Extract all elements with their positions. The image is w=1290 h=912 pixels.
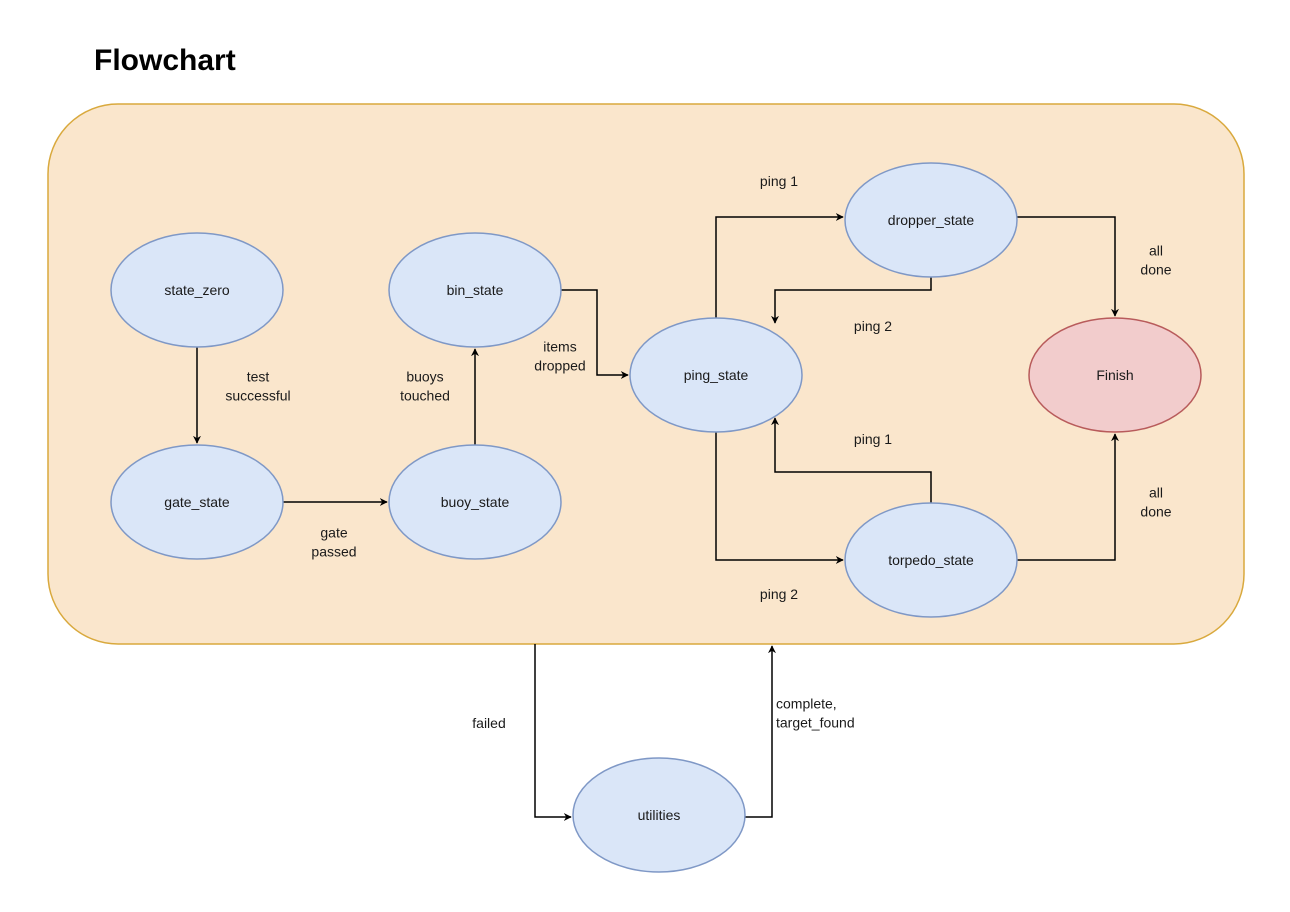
- edge-label-dropper-to-finish: all done: [1140, 243, 1171, 278]
- edge-label-line: dropped: [534, 358, 585, 374]
- edge-label-dropper-to-ping: ping 2: [854, 318, 892, 334]
- node-label: utilities: [638, 807, 681, 823]
- edge-label-torpedo-to-finish: all done: [1140, 485, 1171, 520]
- edge-torpedo-to-ping: [771, 417, 932, 503]
- edge-dropper-to-ping: [771, 277, 932, 324]
- edge-label-line: all: [1149, 485, 1163, 501]
- edge-label-line: failed: [472, 715, 505, 731]
- edge-container-to-utilities: [534, 644, 572, 821]
- node-dropper-state: dropper_state: [844, 162, 1018, 278]
- node-shape: [629, 317, 803, 433]
- node-label: torpedo_state: [888, 552, 974, 568]
- edge-label-line: test: [247, 369, 270, 385]
- node-shape: [388, 444, 562, 560]
- page-title: Flowchart: [94, 44, 236, 77]
- node-buoy-state: buoy_state: [388, 444, 562, 560]
- node-label: buoy_state: [441, 494, 510, 510]
- edge-bin-to-ping: [561, 289, 629, 379]
- node-shape: [844, 502, 1018, 618]
- edge-label-zero-to-gate: test successful: [225, 369, 290, 404]
- edge-torpedo-to-finish: [1017, 433, 1119, 561]
- edge-label-line: ping 1: [760, 173, 798, 189]
- edge-label-utilities-to-container: complete, target_found: [776, 696, 855, 731]
- edge-label-line: ping 2: [760, 586, 798, 602]
- edge-label-ping-to-torpedo: ping 2: [760, 586, 798, 602]
- edge-dropper-to-finish: [1017, 216, 1119, 317]
- edge-label-bin-to-ping: items dropped: [534, 339, 585, 374]
- edge-label-line: all: [1149, 243, 1163, 259]
- node-state-zero: state_zero: [110, 232, 284, 348]
- edge-label-container-to-utilities: failed: [472, 715, 505, 731]
- edge-label-line: buoys: [406, 369, 443, 385]
- edge-ping-to-dropper: [715, 213, 844, 318]
- edge-label-line: complete,: [776, 696, 837, 712]
- edge-label-line: ping 1: [854, 431, 892, 447]
- edge-label-line: done: [1140, 504, 1171, 520]
- edge-label-line: done: [1140, 262, 1171, 278]
- edge-label-line: touched: [400, 388, 450, 404]
- edge-label-line: successful: [225, 388, 290, 404]
- node-shape: [110, 232, 284, 348]
- edge-label-ping-to-dropper: ping 1: [760, 173, 798, 189]
- node-label: Finish: [1096, 367, 1133, 383]
- node-gate-state: gate_state: [110, 444, 284, 560]
- node-shape: [388, 232, 562, 348]
- edge-label-line: target_found: [776, 715, 855, 731]
- edge-utilities-to-container: [745, 645, 776, 818]
- node-label: dropper_state: [888, 212, 975, 228]
- node-finish: Finish: [1028, 317, 1202, 433]
- edge-label-line: gate: [320, 525, 347, 541]
- node-utilities: utilities: [572, 757, 746, 873]
- node-label: bin_state: [447, 282, 504, 298]
- edge-label-buoy-to-bin: buoys touched: [400, 369, 450, 404]
- edge-label-gate-to-buoy: gate passed: [311, 525, 356, 560]
- node-ping-state: ping_state: [629, 317, 803, 433]
- node-shape: [110, 444, 284, 560]
- node-label: gate_state: [164, 494, 230, 510]
- node-label: state_zero: [164, 282, 230, 298]
- edge-label-line: items: [543, 339, 576, 355]
- edge-label-line: passed: [311, 544, 356, 560]
- node-shape: [844, 162, 1018, 278]
- edge-ping-to-torpedo: [715, 432, 844, 564]
- node-shape: [1028, 317, 1202, 433]
- edge-label-line: ping 2: [854, 318, 892, 334]
- edge-label-torpedo-to-ping: ping 1: [854, 431, 892, 447]
- node-bin-state: bin_state: [388, 232, 562, 348]
- node-shape: [572, 757, 746, 873]
- node-torpedo-state: torpedo_state: [844, 502, 1018, 618]
- node-label: ping_state: [684, 367, 749, 383]
